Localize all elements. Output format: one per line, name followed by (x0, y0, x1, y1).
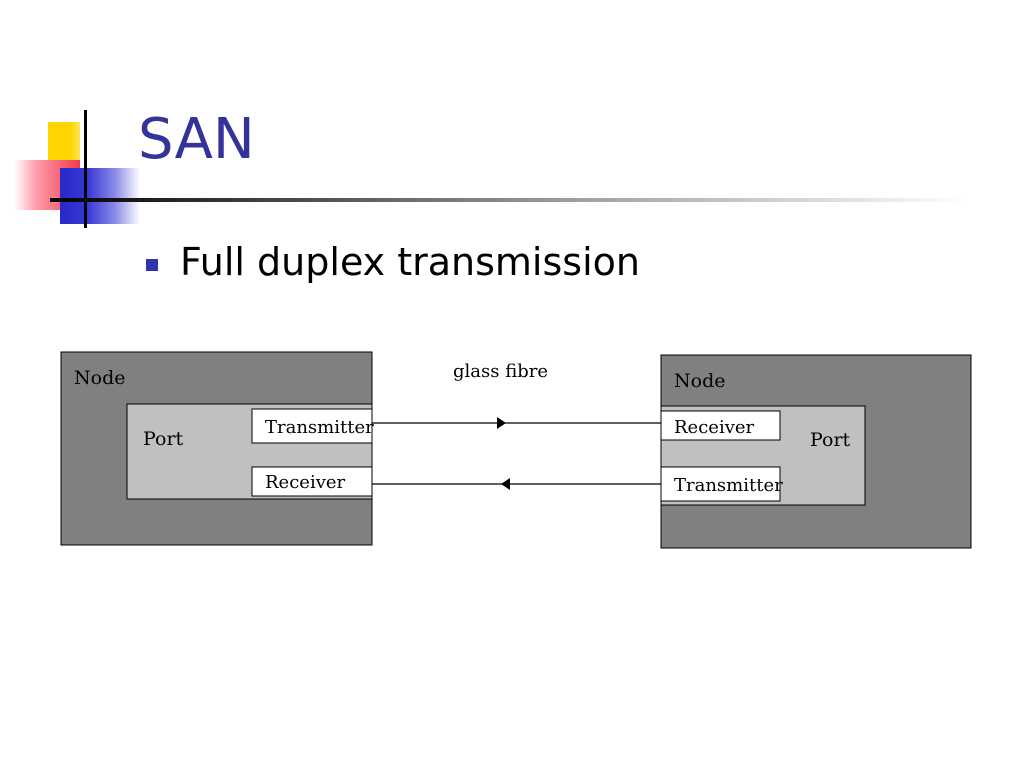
glass-fibre-label: glass fibre (453, 361, 548, 382)
bullet-square-icon (146, 259, 158, 271)
right-port-label: Port (810, 429, 851, 451)
arrow-right-icon (497, 417, 506, 429)
fibre-link-top (372, 417, 661, 429)
bullet-text: Full duplex transmission (180, 240, 640, 284)
right-transmitter-box (660, 466, 781, 502)
arrow-left-icon (501, 478, 510, 490)
title-underline-rule (50, 198, 970, 202)
title-ornament-yellow-square (48, 122, 80, 164)
title-ornament-vertical-line (84, 110, 87, 228)
right-transmitter-label: Transmitter (674, 475, 783, 496)
left-node-label: Node (74, 367, 125, 389)
left-transmitter-label: Transmitter (265, 417, 374, 438)
right-receiver-box (660, 410, 781, 441)
right-node-label: Node (674, 370, 725, 392)
right-node: Node Port Receiver Transmitter (660, 354, 972, 549)
left-transmitter-box (251, 408, 373, 444)
title-ornament-blue-square (60, 168, 140, 224)
bullet-item: Full duplex transmission (146, 240, 640, 284)
left-receiver-box (251, 466, 373, 497)
left-port-label: Port (143, 428, 184, 450)
fibre-link-bottom (372, 478, 661, 490)
slide-title: SAN (138, 107, 255, 172)
left-node: Node Port Transmitter Receiver (60, 351, 374, 546)
left-receiver-label: Receiver (265, 472, 346, 493)
right-receiver-label: Receiver (674, 417, 755, 438)
